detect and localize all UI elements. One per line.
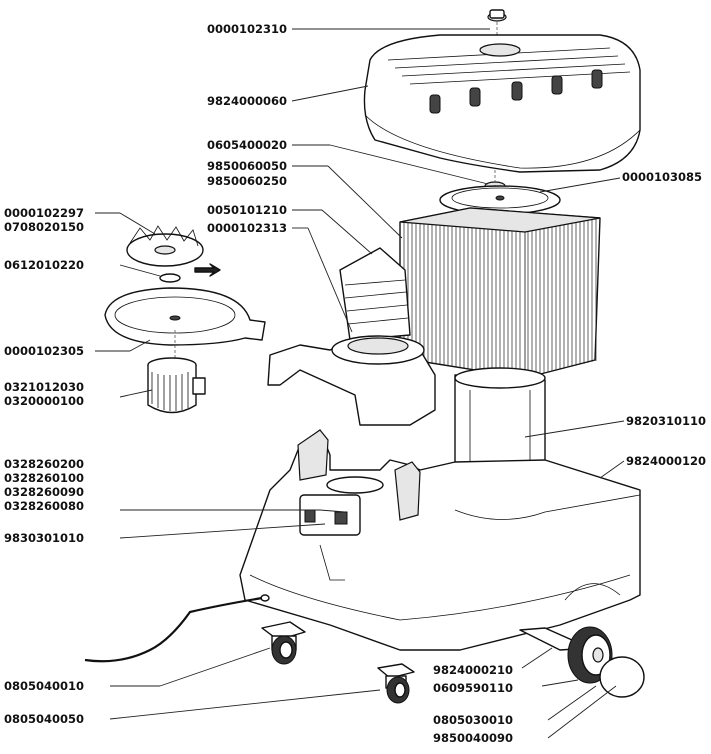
cartridge-filter: [399, 207, 601, 379]
part-label: 0328260200: [4, 457, 84, 471]
part-label: 0000102297: [4, 206, 84, 220]
part-label: 0609590110: [433, 681, 513, 695]
part-label: 9850060050: [207, 159, 287, 173]
part-label: 0328260080: [4, 499, 84, 513]
part-label: 9820310110: [626, 414, 706, 428]
part-label: 9824000060: [207, 94, 287, 108]
hose-and-holder: [267, 247, 436, 426]
motor: [147, 357, 206, 414]
lid-cover: [363, 34, 641, 173]
part-label: 0805040050: [4, 712, 84, 726]
part-label: 9850060250: [207, 174, 287, 188]
filter-plate: [439, 170, 561, 215]
fan-housing: [104, 287, 266, 358]
part-label: 9824000210: [433, 663, 513, 677]
part-label: 9824000120: [626, 454, 706, 468]
part-label: 0328260100: [4, 471, 84, 485]
part-label: 0000102310: [207, 22, 287, 36]
part-label: 0321012030: [4, 380, 84, 394]
part-label: 9850040090: [433, 731, 513, 745]
part-label: 0328260090: [4, 485, 84, 499]
part-label: 0708020150: [4, 220, 84, 234]
impeller: [126, 225, 221, 283]
caster-left: [261, 621, 306, 665]
part-label: 0605400020: [207, 138, 287, 152]
part-label: 0805030010: [433, 713, 513, 727]
leader-lines: [95, 28, 625, 739]
part-label: 0805040010: [4, 679, 84, 693]
rear-wheel: [519, 626, 645, 698]
power-cord: [84, 596, 263, 663]
top-knob: [487, 9, 507, 50]
part-label: 0000102313: [207, 221, 287, 235]
part-label: 9830301010: [4, 531, 84, 545]
base-body: [239, 429, 641, 651]
part-label: 0612010220: [4, 258, 84, 272]
part-label: 0050101210: [207, 203, 287, 217]
part-label: 0320000100: [4, 394, 84, 408]
part-label: 0000102305: [4, 344, 84, 358]
caster-right: [377, 663, 415, 704]
part-label: 0000103085: [622, 170, 702, 184]
